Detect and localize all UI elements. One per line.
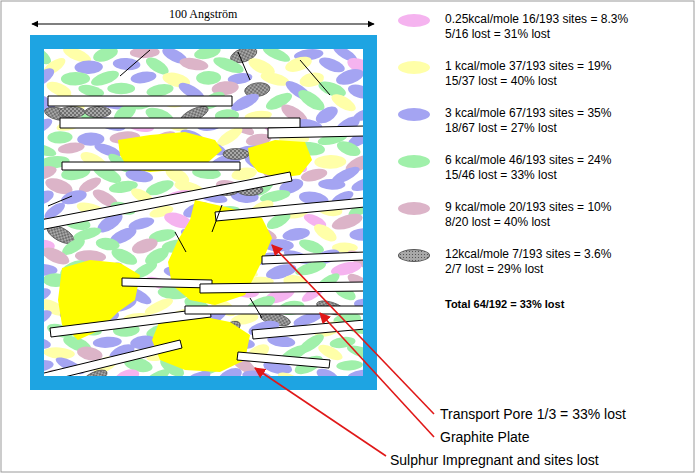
site-ellipse — [346, 82, 363, 101]
site-ellipse — [276, 369, 306, 376]
site-ellipse — [179, 56, 210, 72]
site-ellipse — [314, 155, 346, 170]
cracks — [48, 50, 330, 318]
legend-text: 12kcal/mole 7/193 sites = 3.6% 2/7 lost … — [445, 247, 623, 277]
dimension-label: 100 Angström — [166, 7, 240, 22]
leader-lines — [255, 245, 434, 456]
callout-label: Graphite Plate — [440, 429, 530, 446]
legend-text: 0.25kcal/mole 16/193 sites = 8.3% 5/16 l… — [445, 12, 643, 42]
site-ellipse — [350, 174, 363, 194]
callout-label: Transport Pore 1/3 = 33% lost — [440, 406, 626, 423]
pore-frame — [30, 35, 377, 390]
adsorption-sites — [44, 49, 363, 376]
site-ellipse — [334, 66, 363, 88]
legend-swatch — [398, 14, 430, 27]
site-ellipse — [335, 138, 363, 159]
legend-text: 1 kcal/mole 37/193 sites = 19% 15/37 los… — [445, 59, 623, 89]
site-ellipse — [346, 368, 363, 376]
site-ellipse — [112, 57, 140, 71]
site-ellipse — [85, 107, 111, 118]
graphite-plates — [44, 96, 363, 376]
legend-swatch — [398, 61, 430, 74]
legend-swatch — [398, 249, 430, 262]
site-ellipse — [349, 228, 363, 241]
site-ellipse — [57, 141, 85, 155]
site-ellipse — [345, 343, 363, 362]
total-note: Total 64/192 = 33% lost — [445, 297, 564, 311]
site-ellipse — [336, 360, 363, 372]
site-ellipse — [196, 71, 221, 85]
legend-swatch — [398, 202, 430, 215]
legend-text: 6 kcal/mole 46/193 sites = 24% 15/46 los… — [445, 153, 623, 183]
site-ellipse — [107, 83, 135, 95]
site-ellipse — [318, 179, 346, 190]
site-ellipse — [61, 72, 90, 86]
site-ellipse — [140, 366, 172, 376]
legend-text: 3 kcal/mole 67/193 sites = 35% 18/67 los… — [445, 106, 623, 136]
site-ellipse — [223, 149, 249, 160]
callout-label: Sulphur Impregnant and sites lost — [390, 452, 599, 469]
site-ellipse — [317, 54, 347, 75]
site-ellipse — [311, 221, 339, 246]
site-ellipse — [59, 107, 85, 118]
site-ellipse — [130, 49, 160, 59]
site-ellipse — [283, 54, 313, 75]
legend-text: 9 kcal/mole 20/193 sites = 10% 8/20 lost… — [445, 200, 623, 230]
dimension-arrow — [32, 23, 374, 24]
legend-swatch — [398, 108, 430, 121]
site-ellipse — [92, 336, 122, 349]
site-ellipse — [47, 131, 73, 144]
site-ellipse — [113, 367, 141, 376]
legend-swatch — [398, 155, 430, 168]
site-ellipse — [130, 70, 157, 85]
